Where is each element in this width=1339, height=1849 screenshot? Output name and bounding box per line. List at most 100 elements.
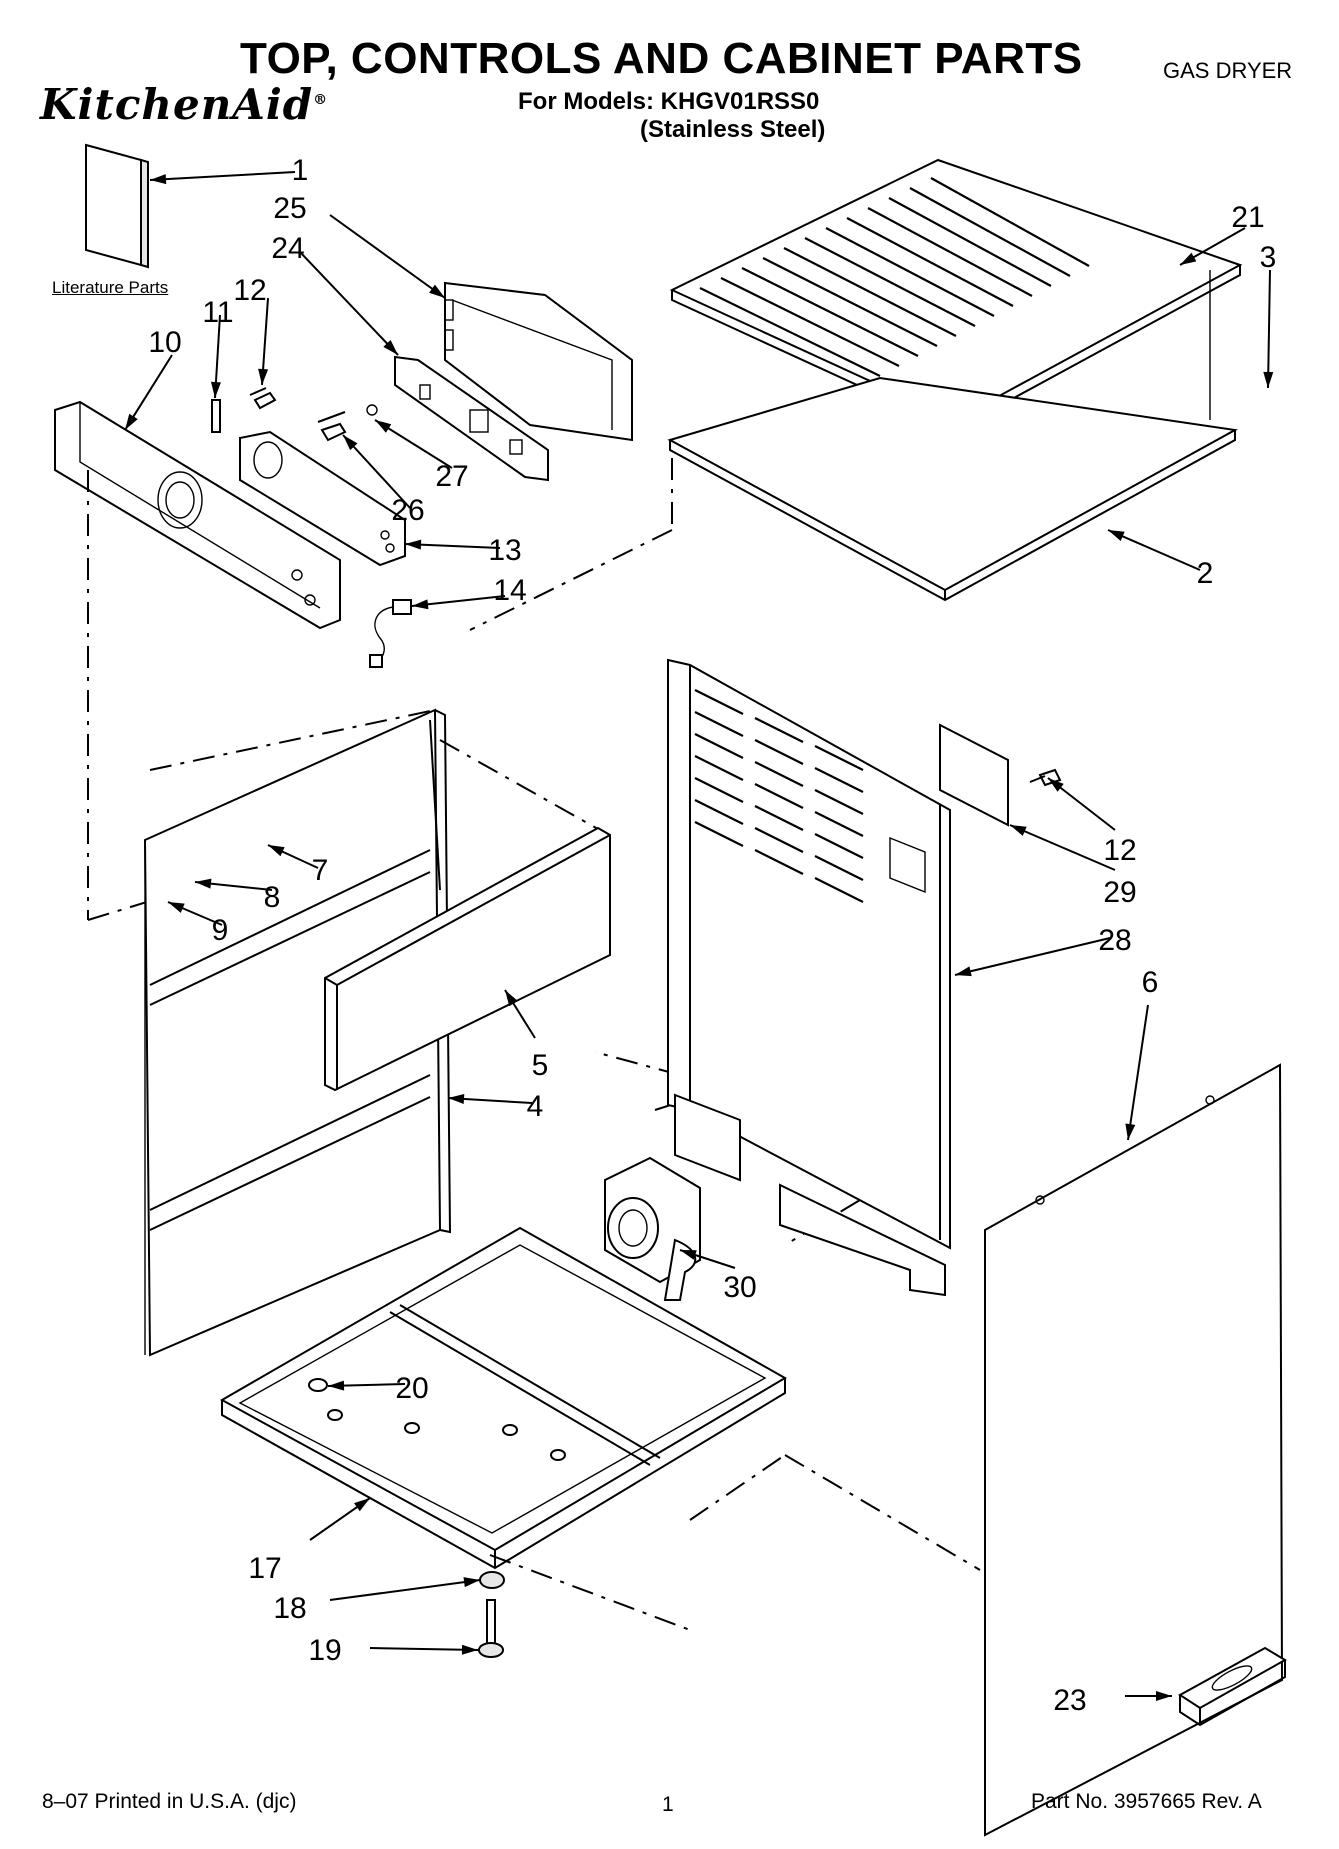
callout-number: 2 — [1197, 557, 1214, 590]
callout-number: 10 — [148, 326, 181, 359]
page-number: 1 — [662, 1793, 674, 1816]
vent-slot — [694, 689, 744, 715]
leader-arrowhead — [1180, 252, 1197, 265]
callout-number: 17 — [248, 1552, 281, 1585]
vent-slot — [814, 833, 864, 859]
brand-logo: KitchenAid® — [40, 80, 329, 129]
brand-name: KitchenAid — [40, 80, 314, 129]
leader-line — [1127, 1004, 1149, 1141]
leader-line — [1107, 529, 1201, 571]
control-board — [394, 355, 549, 482]
callout-number: 6 — [1142, 966, 1159, 999]
top-slot — [867, 207, 1033, 297]
vent-slot — [694, 821, 744, 847]
control-housing — [444, 281, 633, 442]
part-number: Part No. 3957665 Rev. A — [1031, 1790, 1262, 1813]
leader-line — [149, 171, 296, 181]
leader-arrowhead — [448, 1093, 465, 1104]
leader-arrowhead — [405, 539, 422, 550]
leader-arrowhead — [505, 990, 518, 1007]
callout-number: 7 — [312, 854, 329, 887]
callout-number: 27 — [435, 460, 468, 493]
literature-booklet — [85, 143, 149, 269]
vent-slot — [694, 711, 744, 737]
vent-slot — [754, 739, 804, 765]
rear-lower-plate — [674, 1093, 946, 1297]
leader-line — [1267, 269, 1271, 389]
vent-slot — [754, 783, 804, 809]
leader-arrowhead — [1263, 371, 1274, 388]
vent-slot — [754, 717, 804, 743]
leader-line — [369, 1647, 479, 1651]
leader-arrowhead — [354, 1498, 370, 1512]
top-slot — [909, 187, 1071, 277]
rear-panel-vents — [694, 689, 864, 903]
callout-number: 5 — [532, 1049, 549, 1082]
vent-slot — [754, 761, 804, 787]
top-slot — [930, 177, 1090, 267]
leader-arrowhead — [429, 284, 445, 298]
leader-line — [329, 214, 446, 299]
callout-number: 19 — [308, 1634, 341, 1667]
vent-slot — [694, 799, 744, 825]
top-slot — [888, 197, 1052, 287]
callout-number: 23 — [1053, 1684, 1086, 1717]
top-slot — [825, 227, 995, 317]
leveling-leg — [478, 1571, 505, 1658]
model-variant: (Stainless Steel) — [640, 116, 826, 143]
callout-number: 12 — [1103, 834, 1136, 867]
leader-line — [954, 937, 1111, 976]
callout-number: 13 — [488, 534, 521, 567]
leader-arrowhead — [1010, 825, 1027, 836]
blower-housing — [604, 1156, 701, 1301]
leader-arrowhead — [150, 174, 167, 185]
leader-arrowhead — [1048, 778, 1064, 792]
leader-arrowhead — [210, 381, 221, 398]
leader-arrowhead — [343, 435, 358, 451]
top-slot — [699, 287, 881, 377]
leader-arrowhead — [195, 878, 212, 889]
wire-harness — [369, 599, 412, 669]
callout-number: 28 — [1098, 924, 1131, 957]
leader-arrowhead — [328, 1380, 345, 1391]
top-slot — [720, 277, 900, 367]
leader-arrowhead — [955, 966, 972, 977]
callout-number: 4 — [527, 1090, 544, 1123]
vent-slot — [694, 755, 744, 781]
vent-slot — [754, 849, 804, 875]
leader-arrowhead — [412, 599, 429, 610]
leader-arrowhead — [383, 339, 398, 355]
top-slot — [804, 237, 976, 327]
leader-arrowhead — [375, 420, 392, 433]
top-slot — [846, 217, 1014, 307]
callout-number: 20 — [395, 1372, 428, 1405]
callout-number: 30 — [723, 1271, 756, 1304]
vent-slot — [814, 811, 864, 837]
callout-number: 12 — [233, 274, 266, 307]
vent-slot — [754, 827, 804, 853]
base-grommets — [308, 1378, 566, 1461]
top-slot — [741, 267, 919, 357]
vent-slot — [694, 777, 744, 803]
models-line: For Models: KHGV01RSS0 — [518, 88, 820, 115]
top-slot — [762, 257, 938, 347]
leader-arrowhead — [168, 902, 185, 913]
leader-arrowhead — [1108, 530, 1125, 541]
page-title: TOP, CONTROLS AND CABINET PARTS — [240, 34, 1083, 83]
callout-number: 24 — [271, 232, 304, 265]
side-panel — [984, 1063, 1284, 1837]
leader-arrowhead — [258, 368, 269, 385]
door-strip — [324, 826, 611, 1092]
callout-number: 25 — [273, 192, 306, 225]
console-panel — [54, 400, 341, 630]
access-cover — [939, 723, 1062, 827]
leader-arrowhead — [125, 413, 138, 430]
callout-number: 26 — [391, 494, 424, 527]
top-panel-slots — [699, 177, 1090, 377]
callout-number: 3 — [1260, 241, 1277, 274]
callout-numbers: 1252412111027261314213278954122928630201… — [148, 154, 1276, 1717]
vent-slot — [814, 877, 864, 903]
appliance-type: GAS DRYER — [1163, 58, 1293, 83]
vent-slot — [754, 805, 804, 831]
